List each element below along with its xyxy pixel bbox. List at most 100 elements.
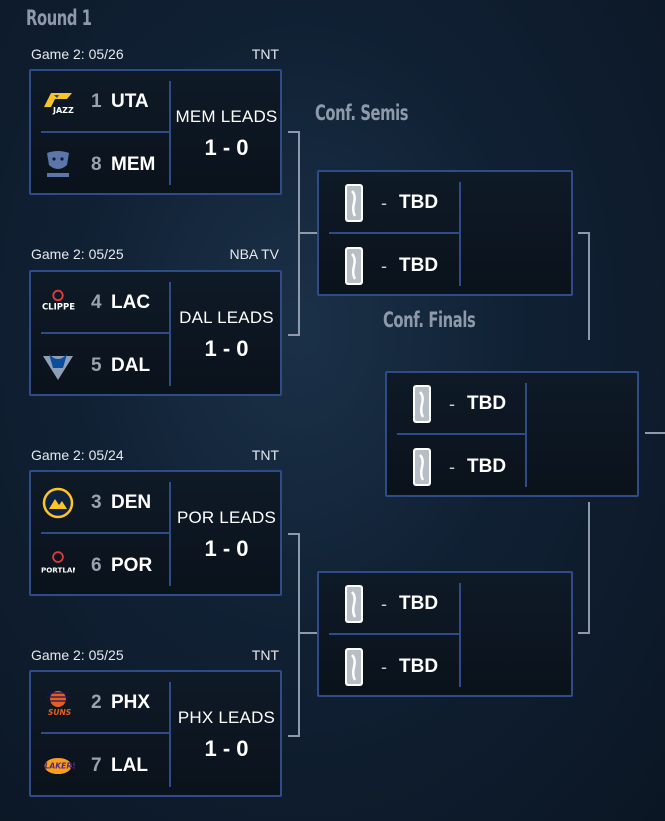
card-divider [525, 383, 527, 487]
suns-wordmark: SUNS [48, 708, 71, 717]
team-abbr: UTA [111, 91, 149, 112]
team-row[interactable]: PORTLAND 6 POR [31, 535, 169, 597]
team-abbr: DEN [111, 492, 152, 513]
nba-logo-icon [337, 184, 371, 222]
divider [41, 732, 169, 734]
tbd-row[interactable]: - TBD [387, 436, 525, 498]
team-abbr: LAL [111, 755, 148, 776]
series-score: 1 - 0 [204, 135, 249, 160]
tbd-label: TBD [399, 192, 439, 213]
divider [41, 131, 169, 133]
divider [397, 433, 525, 435]
team-row[interactable]: CLIPPERS 4 LAC [31, 272, 169, 334]
bracket-connector [578, 232, 590, 340]
tbd-dash: - [449, 393, 455, 414]
series-status: MEM LEADS 1 - 0 [171, 107, 282, 161]
nba-logo-icon [405, 448, 439, 486]
team-seed: 8 [91, 154, 102, 175]
team-row[interactable]: 5 DAL [31, 335, 169, 397]
blazers-wordmark: PORTLAND [41, 565, 75, 574]
tbd-row[interactable]: - TBD [387, 373, 525, 435]
team-abbr: LAC [111, 292, 151, 313]
lakers-wordmark: LAKERS [45, 762, 75, 771]
series-leader: POR LEADS [176, 508, 277, 527]
divider [329, 232, 459, 234]
bracket-connector [578, 502, 590, 634]
game-info: Game 2: 05/25 [31, 647, 124, 663]
series-score: 1 - 0 [204, 536, 249, 561]
card-divider [169, 682, 171, 787]
series-leader: PHX LEADS [177, 708, 276, 727]
network-label: TNT [251, 46, 279, 62]
series-leader: MEM LEADS [175, 107, 278, 126]
nba-logo-icon [405, 385, 439, 423]
tbd-dash: - [449, 456, 455, 477]
team-seed: 1 [91, 91, 102, 112]
team-row[interactable]: JAZZ 1 UTA [31, 71, 169, 133]
tbd-label: TBD [467, 456, 507, 477]
team-seed: 2 [91, 692, 102, 713]
team-seed: 4 [91, 292, 102, 313]
bracket-connector [645, 432, 665, 434]
tbd-label: TBD [399, 593, 439, 614]
tbd-series-card[interactable]: - TBD - TBD [317, 571, 573, 697]
network-label: NBA TV [229, 246, 279, 262]
lakers-logo-icon: LAKERS [41, 749, 75, 783]
nba-logo-icon [337, 247, 371, 285]
svg-text:JAZZ: JAZZ [52, 106, 74, 115]
tbd-row[interactable]: - TBD [319, 172, 459, 234]
series-card[interactable]: 3 DEN PORTLAND 6 POR POR LEADS 1 - 0 [29, 470, 282, 596]
team-row[interactable]: LAKERS 7 LAL [31, 735, 169, 797]
clippers-wordmark: CLIPPERS [42, 303, 75, 313]
team-row[interactable]: 3 DEN [31, 472, 169, 534]
game-info: Game 2: 05/25 [31, 246, 124, 262]
blazers-logo-icon: PORTLAND [41, 549, 75, 583]
tbd-dash: - [381, 192, 387, 213]
series-status: POR LEADS 1 - 0 [171, 508, 282, 562]
tbd-row[interactable]: - TBD [319, 573, 459, 635]
tbd-row[interactable]: - TBD [319, 235, 459, 297]
tbd-row[interactable]: - TBD [319, 636, 459, 698]
clippers-logo-icon: CLIPPERS [41, 286, 75, 320]
divider [41, 332, 169, 334]
divider [41, 532, 169, 534]
network-label: TNT [251, 647, 279, 663]
tbd-series-card[interactable]: - TBD - TBD [317, 170, 573, 296]
series-leader: DAL LEADS [179, 308, 274, 327]
suns-logo-icon: SUNS [41, 686, 75, 720]
series-score: 1 - 0 [204, 736, 249, 761]
tbd-label: TBD [467, 393, 507, 414]
tbd-dash: - [381, 593, 387, 614]
nba-logo-icon [337, 648, 371, 686]
conf-finals-title: Conf. Finals [383, 308, 476, 332]
mavericks-logo-icon [41, 349, 75, 383]
game-info: Game 2: 05/24 [31, 447, 124, 463]
round-title: Round 1 [26, 6, 92, 30]
jazz-logo-icon: JAZZ [41, 85, 75, 119]
card-divider [459, 182, 461, 286]
team-row[interactable]: 8 MEM [31, 134, 169, 196]
team-abbr: POR [111, 555, 153, 576]
series-card[interactable]: SUNS 2 PHX LAKERS 7 LAL PHX LEADS 1 - 0 [29, 670, 282, 797]
tbd-series-card[interactable]: - TBD - TBD [385, 371, 639, 497]
card-divider [169, 81, 171, 185]
tbd-label: TBD [399, 255, 439, 276]
grizzlies-logo-icon [41, 148, 75, 182]
team-abbr: MEM [111, 154, 156, 175]
nuggets-logo-icon [41, 486, 75, 520]
team-row[interactable]: SUNS 2 PHX [31, 672, 169, 734]
team-abbr: DAL [111, 355, 151, 376]
bracket-connector [288, 533, 300, 737]
network-label: TNT [251, 447, 279, 463]
tbd-dash: - [381, 255, 387, 276]
series-score: 1 - 0 [204, 336, 249, 361]
team-seed: 3 [91, 492, 102, 513]
series-status: DAL LEADS 1 - 0 [171, 308, 282, 362]
series-card[interactable]: CLIPPERS 4 LAC 5 DAL DAL LEADS 1 - 0 [29, 270, 282, 396]
team-seed: 7 [91, 755, 102, 776]
bracket-connector [298, 632, 318, 634]
series-card[interactable]: JAZZ 1 UTA 8 MEM MEM LEADS 1 - 0 [29, 69, 282, 195]
team-seed: 5 [91, 355, 102, 376]
game-info: Game 2: 05/26 [31, 46, 124, 62]
tbd-dash: - [381, 656, 387, 677]
